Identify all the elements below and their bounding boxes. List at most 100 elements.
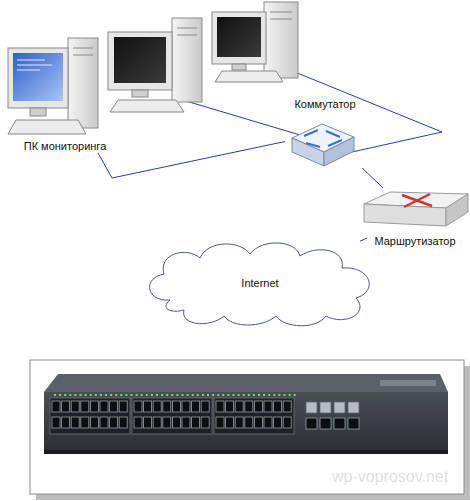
switch-side [292, 138, 324, 166]
ethernet-port [226, 417, 234, 428]
ethernet-port [71, 417, 79, 428]
watermark: wp-voprosov.net [332, 468, 448, 486]
ethernet-port [153, 417, 161, 428]
cloud-node: Internet [140, 238, 380, 328]
ethernet-port [110, 401, 118, 412]
photo-frame [30, 360, 464, 494]
status-led [115, 394, 117, 396]
pc-illustration [8, 38, 98, 134]
drive-slot [73, 48, 93, 49]
port-block [50, 398, 130, 434]
keyboard [8, 120, 86, 134]
status-led [59, 394, 61, 396]
switch-arrow [306, 143, 320, 147]
screen-line [17, 70, 40, 71]
device-node: ПК мониторинга [5, 35, 125, 153]
ethernet-port [172, 417, 180, 428]
pc-illustration [212, 2, 298, 82]
status-led [227, 394, 229, 396]
ethernet-port [81, 401, 89, 412]
keyboard [215, 71, 283, 82]
screen-lines [17, 60, 52, 70]
pc-tower [264, 2, 298, 78]
status-led [95, 394, 97, 396]
monitor-stand [132, 90, 148, 97]
switch-arrows [304, 130, 342, 147]
status-led [192, 394, 194, 396]
ethernet-port [245, 417, 253, 428]
screen-line [17, 65, 52, 66]
status-led [222, 394, 224, 396]
ethernet-port [245, 401, 253, 412]
drive-slot [73, 55, 93, 56]
switch-arrow [304, 130, 318, 136]
ethernet-port [254, 401, 262, 412]
monitor-stand [30, 108, 46, 116]
ethernet-port [216, 401, 224, 412]
ethernet-port [90, 417, 98, 428]
ethernet-port [52, 417, 60, 428]
router-icon [364, 192, 468, 226]
ethernet-port [226, 401, 234, 412]
status-led [141, 394, 143, 396]
node-label: Маршрутизатор [374, 235, 455, 248]
status-led [69, 394, 71, 396]
switch-side [324, 137, 354, 166]
network-wire [186, 101, 300, 135]
ethernet-port [320, 418, 331, 429]
ethernet-port [274, 401, 282, 412]
cloud-outline [150, 243, 370, 326]
monitor-stand [232, 64, 246, 70]
status-led [156, 394, 158, 396]
status-led [263, 394, 265, 396]
drive-slot [270, 19, 292, 20]
ethernet-port [144, 401, 152, 412]
status-led [125, 394, 127, 396]
switch-body-edge [44, 450, 448, 454]
status-led [289, 394, 291, 396]
monitor-frame [212, 12, 266, 64]
ethernet-port [90, 401, 98, 412]
status-led [243, 394, 245, 396]
pc-illustration [108, 18, 202, 112]
sfp-port [320, 402, 331, 413]
status-led [284, 394, 286, 396]
switch-arrow [326, 131, 340, 137]
ethernet-port [134, 401, 142, 412]
ethernet-port [254, 417, 262, 428]
ethernet-port [192, 417, 200, 428]
network-wire [186, 70, 442, 152]
ethernet-port [81, 417, 89, 428]
status-led [217, 394, 219, 396]
keyboard [110, 100, 184, 112]
network-cable [98, 142, 285, 179]
router-cross [402, 194, 432, 207]
status-led [212, 394, 214, 396]
switch-icon [292, 124, 354, 166]
status-led [238, 394, 240, 396]
status-led [273, 394, 275, 396]
ethernet-port [201, 417, 209, 428]
ethernet-port [264, 417, 272, 428]
status-led [105, 394, 107, 396]
status-led [176, 394, 178, 396]
screen-line [17, 60, 45, 61]
switch-arrow [328, 140, 342, 146]
pc-tower [68, 38, 98, 128]
ethernet-port [264, 401, 272, 412]
ethernet-port [153, 401, 161, 412]
status-led [74, 394, 76, 396]
status-led [100, 394, 102, 396]
status-led [136, 394, 138, 396]
monitor-screen [13, 53, 63, 101]
sfp-port [334, 402, 345, 413]
port-block [214, 398, 294, 434]
ethernet-port [283, 401, 291, 412]
status-led [146, 394, 148, 396]
node-label: Internet [241, 277, 278, 290]
switch-body-top [44, 374, 448, 392]
switch-body [44, 392, 448, 452]
monitor-frame [8, 48, 68, 108]
status-led [258, 394, 260, 396]
